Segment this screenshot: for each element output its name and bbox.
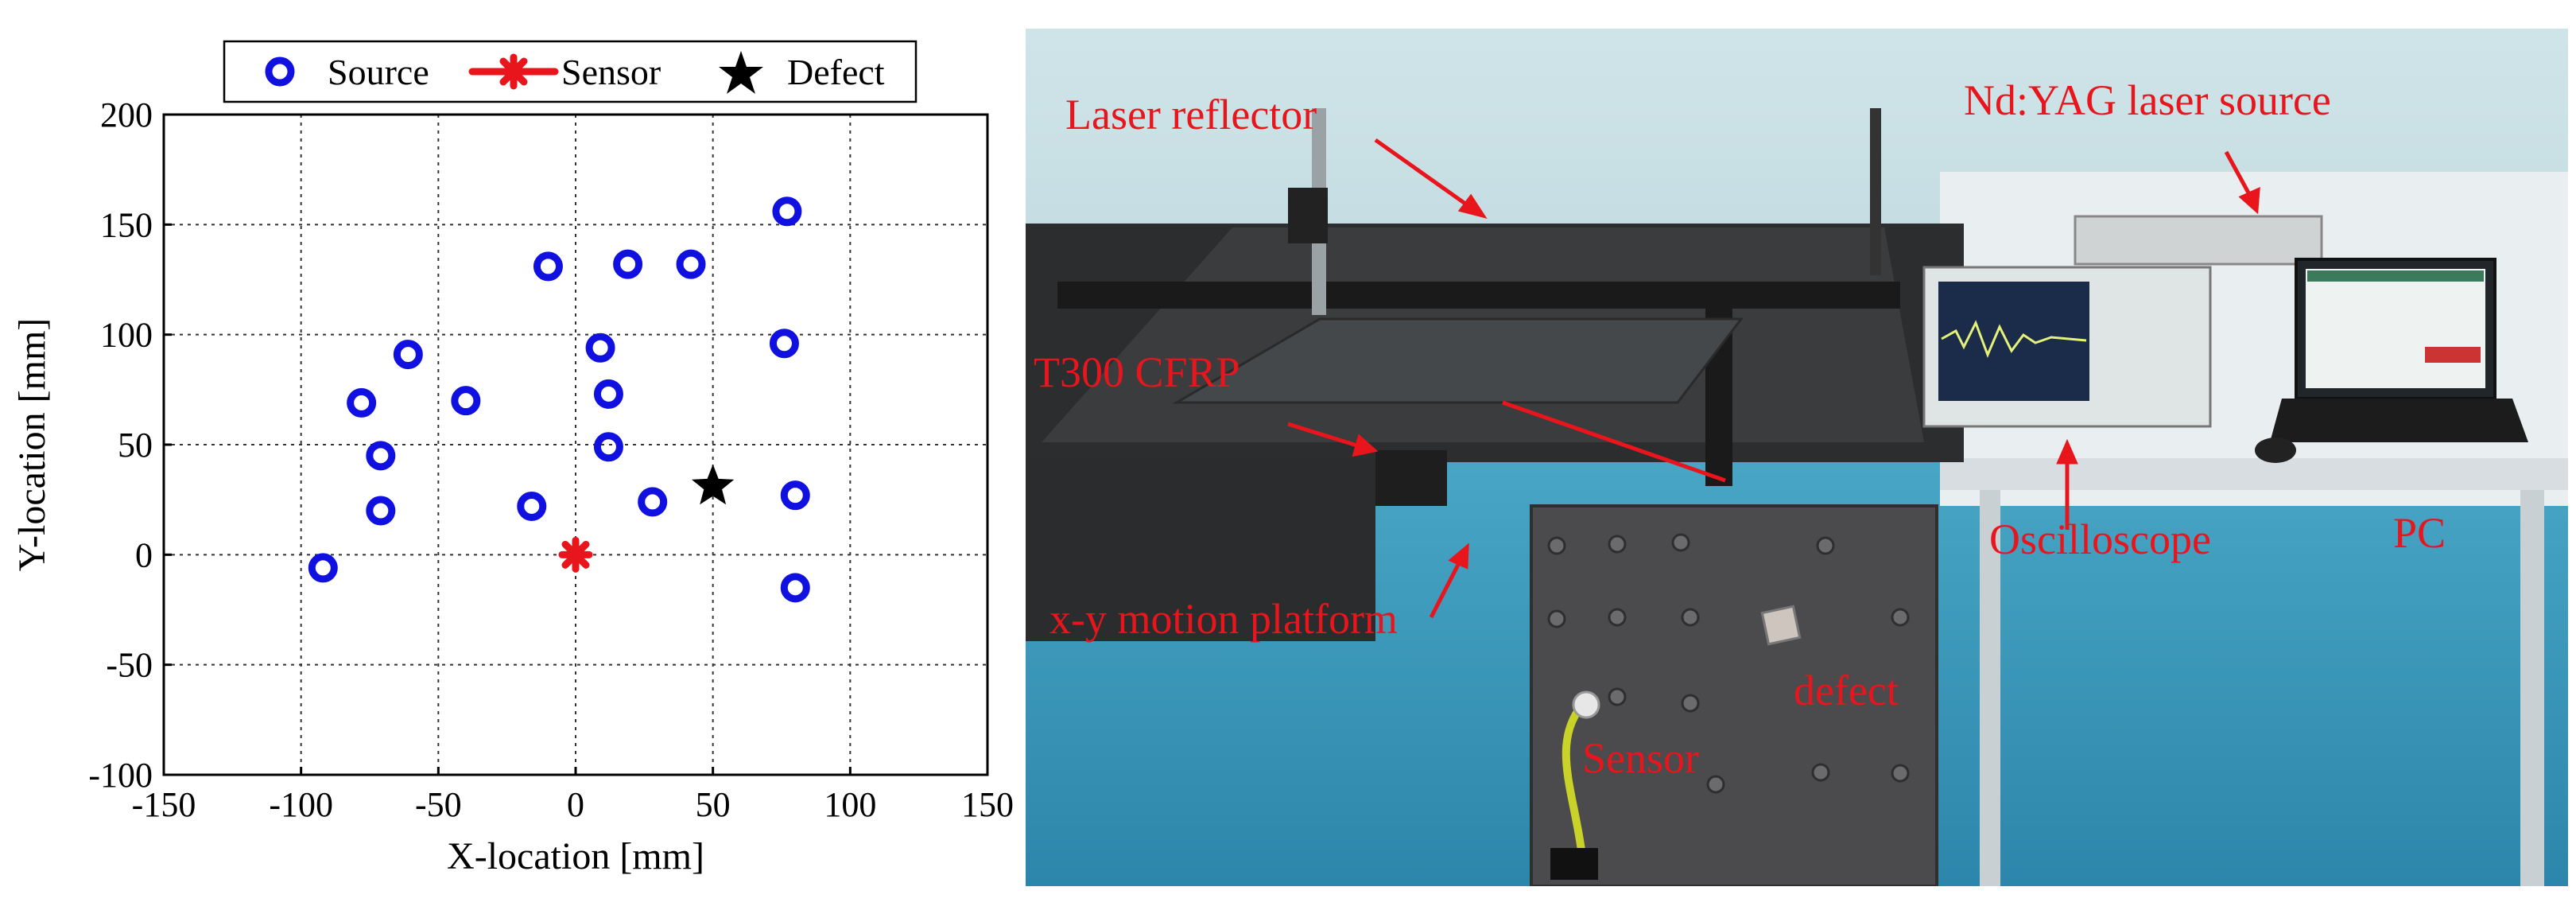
laptop-red-block [2425, 347, 2481, 363]
y-tick-label: 50 [118, 426, 153, 465]
source-point [769, 329, 799, 359]
label-sensor: Sensor [1582, 734, 1699, 782]
inset-defect-marker [1760, 605, 1802, 646]
defect-point [692, 464, 735, 505]
mirror-post [1870, 108, 1881, 275]
label-cfrp: T300 CFRP [1034, 348, 1240, 396]
gantry-rail [1057, 282, 1900, 309]
cfrp-plate [1172, 317, 1744, 404]
reflector-head [1288, 188, 1328, 243]
source-point [451, 386, 481, 416]
oscilloscope-waveform [1941, 320, 2087, 359]
source-point [780, 573, 810, 603]
grid-layer [164, 115, 987, 775]
x-tick-label: 0 [567, 785, 584, 824]
label-motion-platform: x-y motion platform [1049, 595, 1398, 643]
source-point [593, 379, 623, 409]
x-tick-label: -100 [269, 785, 333, 824]
legend-sensor-label: Sensor [561, 52, 661, 92]
bench-leg-right [2520, 490, 2544, 886]
legend-box [223, 40, 918, 103]
y-tick-label: -100 [88, 756, 153, 795]
y-tick-label: 0 [135, 535, 153, 574]
inset-connector [1550, 848, 1598, 880]
legend-source-marker [265, 56, 295, 87]
source-point [308, 553, 338, 583]
legend-source-label: Source [328, 52, 429, 92]
x-tick-label: 100 [824, 785, 876, 824]
label-laser-reflector: Laser reflector [1065, 91, 1317, 138]
source-point [366, 441, 396, 471]
legend-defect-label: Defect [787, 52, 885, 92]
oscilloscope-screen [1938, 282, 2089, 401]
experimental-setup-photo: Laser reflector Nd:YAG laser source T300… [1026, 29, 2568, 886]
x-tick-label: -50 [415, 785, 462, 824]
x-tick-label: 150 [961, 785, 1014, 824]
laptop-base [2270, 399, 2528, 442]
y-axis-label: Y-location [mm] [11, 318, 53, 572]
legend-defect-marker [719, 51, 763, 94]
bench-leg-left [1980, 490, 2000, 886]
bench-top [1940, 458, 2568, 490]
inset-bolts [1547, 533, 1910, 794]
source-point [780, 480, 810, 511]
sensor-point [558, 536, 593, 573]
y-tick-label: 200 [100, 95, 153, 134]
legend-sensor-marker [468, 53, 559, 90]
source-point [593, 432, 623, 462]
legend: Source Sensor Defect [223, 40, 918, 103]
laptop-display-bar [2307, 270, 2484, 282]
motion-platform-carriage [1375, 450, 1447, 506]
source-point [366, 496, 396, 526]
inset-sensor-cable [1562, 702, 1586, 857]
x-axis-label: X-location [mm] [447, 835, 704, 877]
label-defect: defect [1794, 667, 1899, 714]
y-tick-label: 150 [100, 205, 153, 244]
source-point [533, 251, 563, 282]
label-oscilloscope: Oscilloscope [1989, 515, 2211, 563]
source-point [638, 487, 668, 517]
source-point [772, 196, 802, 227]
setup-photo-illustration: Laser reflector Nd:YAG laser source T300… [1026, 29, 2568, 886]
source-point [517, 491, 547, 521]
motion-platform-base [1026, 458, 1375, 641]
laptop-display [2306, 269, 2485, 388]
source-point [347, 387, 377, 418]
y-tick-label: -50 [106, 646, 153, 685]
mouse [2255, 438, 2296, 463]
label-pc: PC [2393, 509, 2446, 557]
x-tick-label: -150 [132, 785, 196, 824]
x-tick-label: 50 [696, 785, 731, 824]
inset-sensor [1572, 690, 1600, 719]
y-tick-label: 100 [100, 316, 153, 355]
laser-source-box [2074, 215, 2323, 266]
source-point [585, 333, 615, 363]
annotation-arrows [1287, 138, 2260, 619]
source-point [393, 340, 423, 370]
label-laser-source: Nd:YAG laser source [1964, 76, 2331, 124]
source-point [613, 249, 643, 279]
source-point [676, 249, 706, 279]
marks-layer [308, 196, 810, 603]
inset-cfrp-photo [1530, 504, 1938, 886]
